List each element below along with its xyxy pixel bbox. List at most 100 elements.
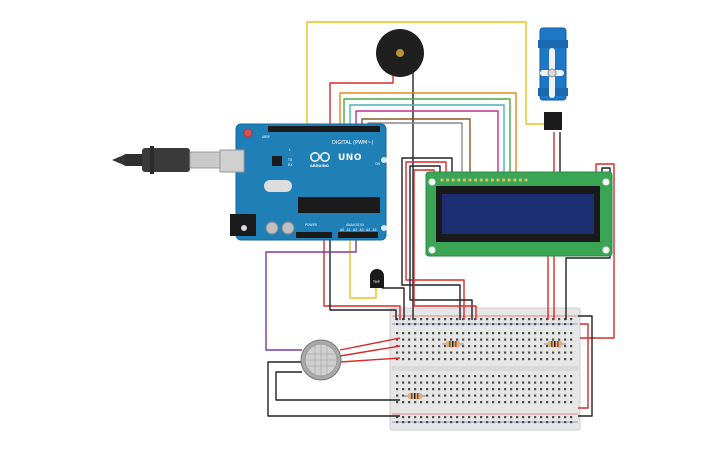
breadboard-hole [432, 394, 435, 397]
breadboard-hole [432, 421, 435, 424]
lcd-16x2[interactable] [425, 171, 613, 257]
breadboard-hole [540, 388, 543, 391]
breadboard-hole [426, 323, 429, 326]
breadboard-hole [474, 375, 477, 378]
breadboard-hole [408, 401, 411, 404]
breadboard-hole [396, 388, 399, 391]
breadboard-hole [516, 401, 519, 404]
breadboard-hole [504, 318, 507, 321]
breadboard-hole [444, 351, 447, 354]
breadboard-hole [480, 358, 483, 361]
breadboard-hole [552, 323, 555, 326]
breadboard-hole [522, 401, 525, 404]
breadboard-hole [402, 332, 405, 335]
micro-servo[interactable] [538, 27, 568, 130]
breadboard-hole [462, 401, 465, 404]
breadboard-hole [468, 375, 471, 378]
breadboard-hole [462, 388, 465, 391]
lcd-pin [490, 178, 494, 182]
breadboard-hole [450, 421, 453, 424]
breadboard-hole [444, 381, 447, 384]
breadboard-hole [474, 421, 477, 424]
breadboard-hole [438, 375, 441, 378]
breadboard-hole [534, 323, 537, 326]
breadboard-hole [480, 401, 483, 404]
breadboard-hole [570, 332, 573, 335]
resistor-1[interactable] [442, 341, 464, 347]
breadboard-hole [480, 381, 483, 384]
breadboard-hole [438, 421, 441, 424]
wire-black-gas-2 [275, 371, 400, 401]
resistor-2[interactable] [544, 341, 566, 347]
breadboard-hole [432, 388, 435, 391]
breadboard-hole [396, 323, 399, 326]
breadboard-hole [546, 388, 549, 391]
breadboard-hole [540, 338, 543, 341]
lcd-pins [440, 178, 528, 182]
breadboard-hole [492, 375, 495, 378]
breadboard-hole [474, 416, 477, 419]
breadboard-hole [540, 351, 543, 354]
breadboard-hole [534, 401, 537, 404]
breadboard-hole [486, 318, 489, 321]
piezo-buzzer[interactable] [376, 29, 424, 77]
rx-label: RX [288, 163, 293, 167]
breadboard-hole [480, 416, 483, 419]
analog-pin-label: A3 [360, 228, 364, 232]
breadboard-hole [564, 318, 567, 321]
breadboard-hole [552, 358, 555, 361]
breadboard-hole [426, 401, 429, 404]
breadboard-hole [420, 358, 423, 361]
resistor-3[interactable] [404, 393, 426, 399]
breadboard-hole [456, 375, 459, 378]
breadboard-hole [444, 332, 447, 335]
breadboard-hole [516, 332, 519, 335]
breadboard-hole [408, 338, 411, 341]
breadboard-hole [420, 416, 423, 419]
breadboard-hole [420, 375, 423, 378]
wire-green-lcd [343, 98, 511, 178]
breadboard[interactable] [389, 307, 581, 431]
breadboard-hole [534, 345, 537, 348]
wire-red-gas-3 [339, 357, 401, 363]
breadboard-hole [462, 416, 465, 419]
breadboard-hole [486, 401, 489, 404]
breadboard-hole [402, 323, 405, 326]
breadboard-hole [450, 375, 453, 378]
breadboard-hole [564, 416, 567, 419]
breadboard-hole [546, 375, 549, 378]
breadboard-hole [486, 388, 489, 391]
breadboard-hole [480, 351, 483, 354]
breadboard-hole [444, 416, 447, 419]
breadboard-hole [456, 401, 459, 404]
breadboard-hole [414, 388, 417, 391]
temperature-sensor[interactable]: TMP [370, 269, 384, 288]
breadboard-hole [462, 338, 465, 341]
breadboard-hole [432, 332, 435, 335]
breadboard-hole [546, 323, 549, 326]
analog-header [338, 232, 378, 238]
breadboard-hole [420, 332, 423, 335]
aref-label: AREF [262, 135, 270, 139]
tx-label: TX [287, 158, 293, 162]
breadboard-hole [408, 421, 411, 424]
servo-connector [544, 112, 562, 130]
breadboard-hole [498, 358, 501, 361]
breadboard-hole [414, 421, 417, 424]
breadboard-hole [438, 323, 441, 326]
breadboard-hole [534, 375, 537, 378]
breadboard-hole [540, 421, 543, 424]
arduino-uno[interactable]: DIGITAL (PWM~) UNO ARDUINO POWER ANALOG … [219, 123, 387, 241]
breadboard-hole [420, 351, 423, 354]
breadboard-hole [402, 416, 405, 419]
breadboard-hole [510, 358, 513, 361]
breadboard-hole [528, 388, 531, 391]
breadboard-hole [456, 338, 459, 341]
lcd-pin [446, 178, 450, 182]
breadboard-hole [540, 323, 543, 326]
breadboard-hole [498, 351, 501, 354]
brand-label: ARDUINO [310, 164, 329, 168]
gas-sensor[interactable] [300, 339, 342, 381]
wire-yellow-tmp [349, 237, 377, 299]
